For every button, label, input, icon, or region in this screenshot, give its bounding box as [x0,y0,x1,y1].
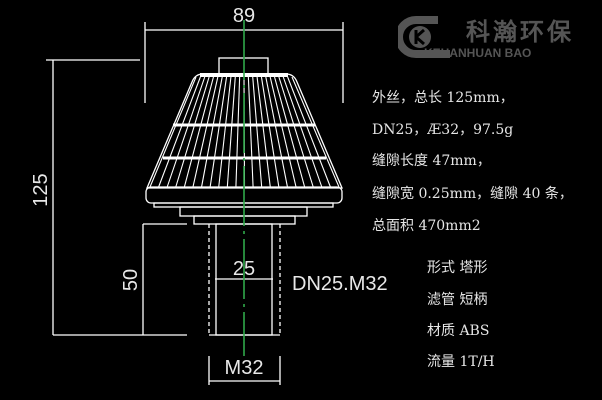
filter-slot-line [291,76,340,188]
filter-slot-line [282,76,323,188]
filter-slot-line [158,76,201,188]
spec-line-2: DN25，Æ32，97.5g [372,122,514,138]
filter-slot-line [218,76,232,188]
watermark-en: KEHANHUAN BAO [424,46,532,60]
spec-line-4: 缝隙宽 0.25mm，缝隙 40 条， [372,186,573,202]
filter-slot-line [209,76,228,188]
watermark-logo: 科瀚环保 KEHANHUAN BAO [398,12,598,66]
filter-slot-line [260,76,280,188]
property-form: 形式 塔形 [427,260,488,276]
spec-line-3: 缝隙长度 47mm， [372,153,491,169]
property-material: 材质 ABS [427,323,490,339]
filter-slot-line [235,76,241,188]
filter-slot-line [226,76,236,188]
filter-slot-line [269,76,297,188]
filter-slot-line [166,76,206,188]
filter-slot-line [183,76,214,188]
nozzle-cone [146,73,343,189]
dim-125-label: 125 [30,173,52,206]
dim-25-label: 25 [233,258,255,280]
filter-slot-line [201,76,223,188]
dim-50-label: 50 [120,269,142,291]
watermark-cn: 科瀚环保 [466,18,574,46]
spec-line-5: 总面积 470mm2 [372,218,481,234]
filter-slot-line [192,76,219,188]
filter-slot-line [149,76,197,188]
filter-slot-line [252,76,263,188]
filter-slot-line [256,76,271,188]
connection-label: DN25.M32 [292,273,388,295]
filter-slot-line [265,76,288,188]
spec-line-1: 外丝，总长 125mm， [372,90,514,106]
property-flow: 流量 1T/H [427,354,495,370]
logo-k-icon [398,16,450,58]
filter-slot-line [175,76,210,188]
dim-m32-label: M32 [225,357,264,379]
property-tube: 滤管 短柄 [427,292,488,308]
filter-slot-line [287,76,331,188]
filter-slot-line [278,76,314,188]
filter-slot-line [247,76,254,188]
dim-89-label: 89 [233,5,255,27]
filter-slot-line [274,76,306,188]
